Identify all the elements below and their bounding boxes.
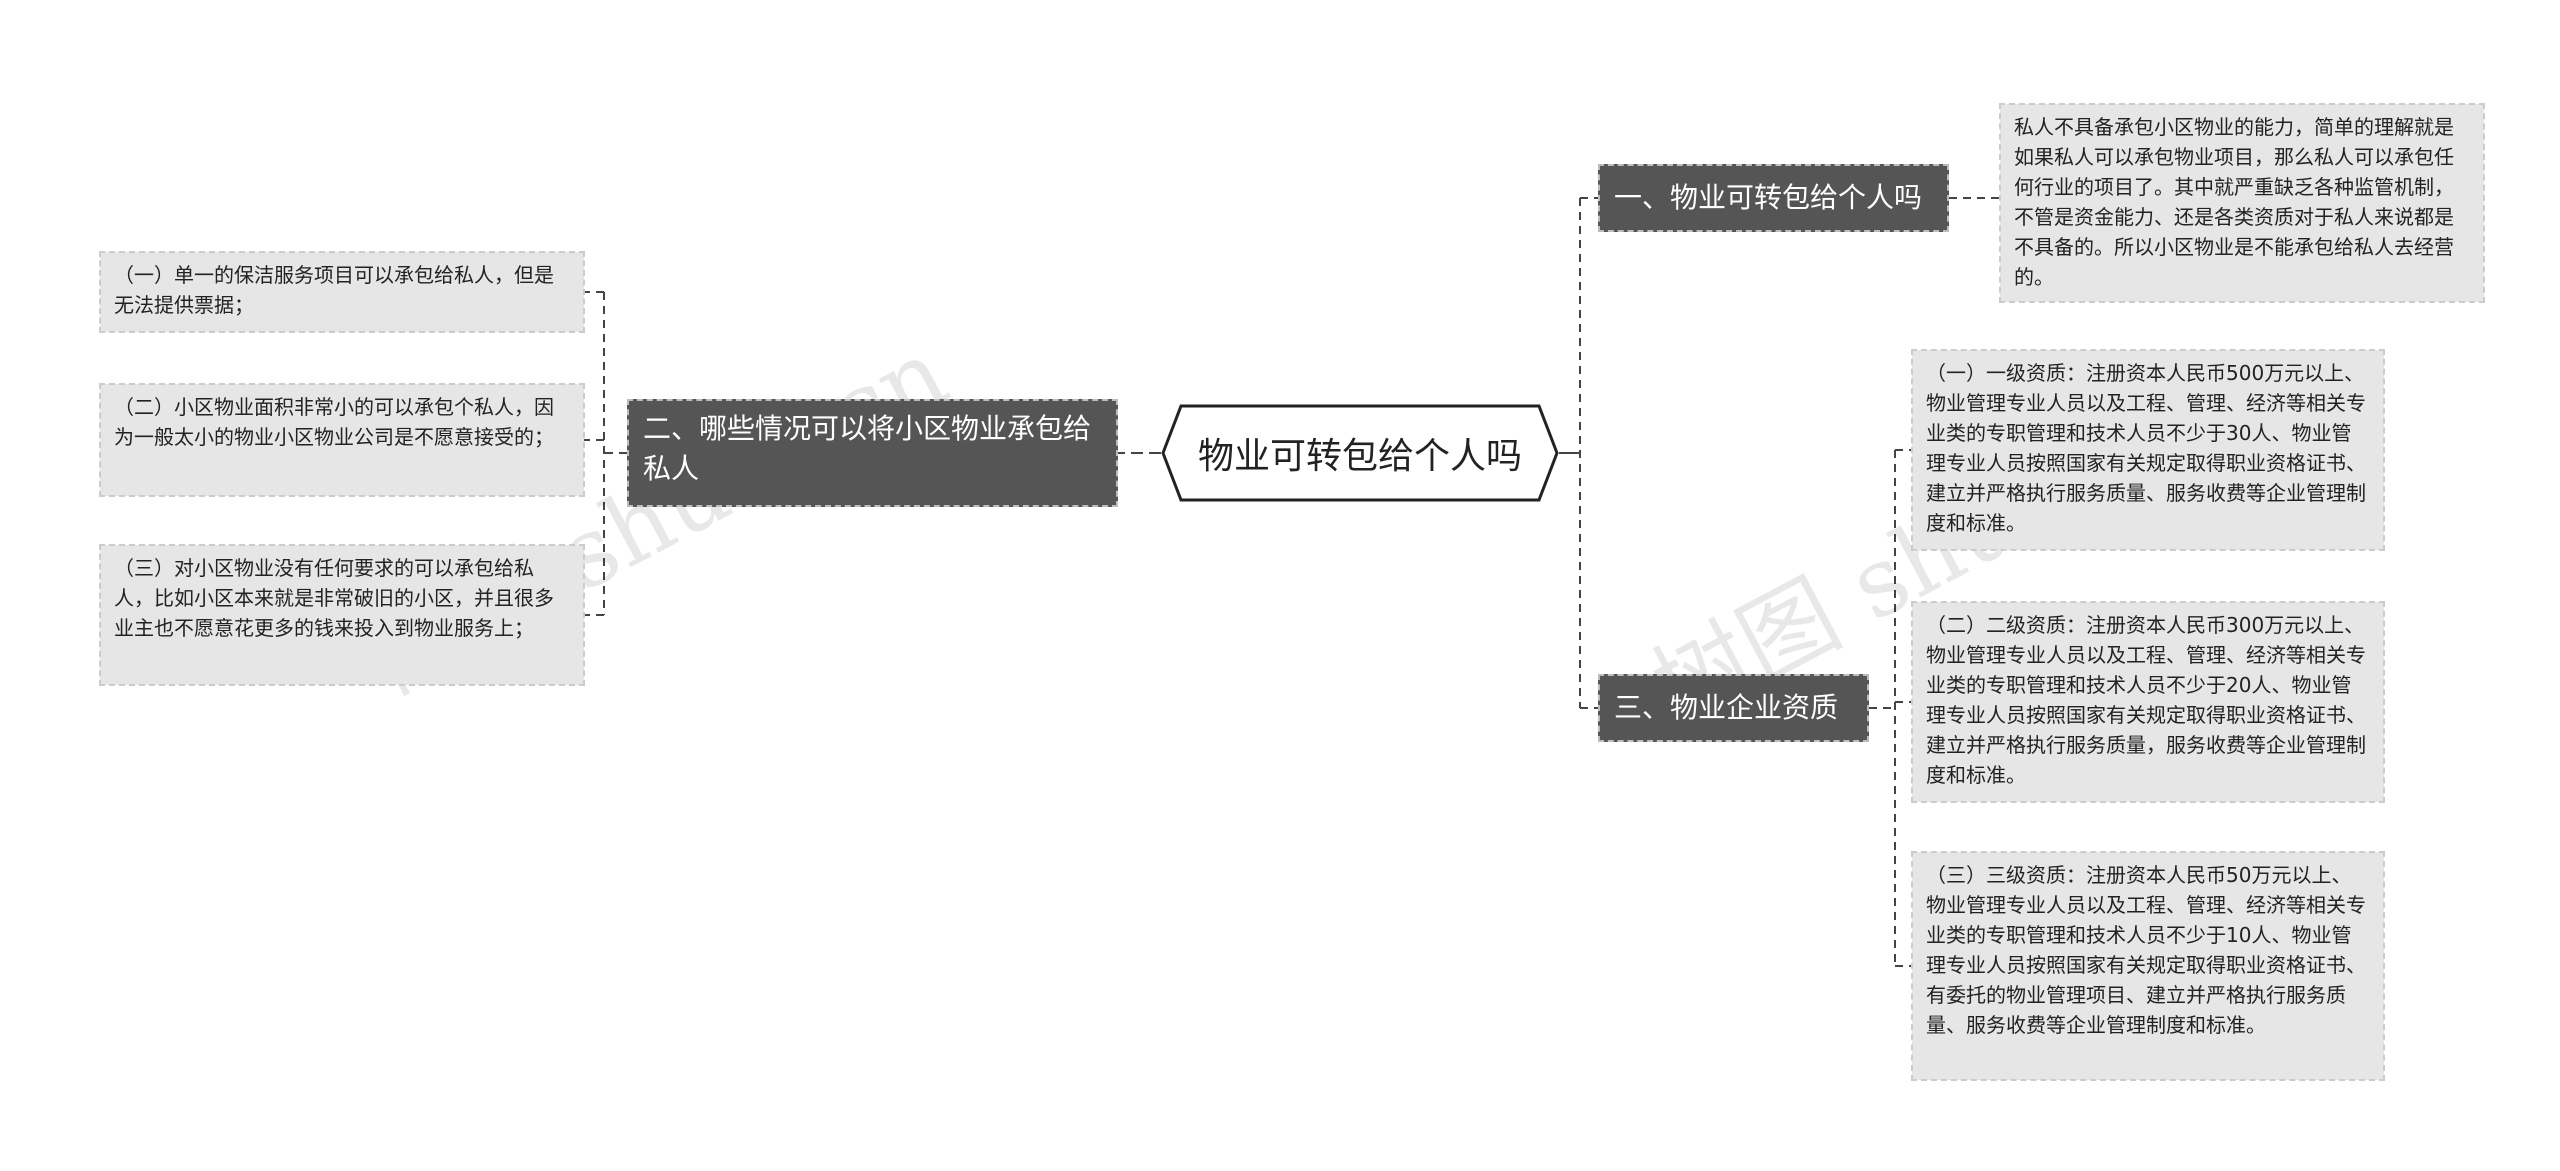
branch-label: 三、物业企业资质 xyxy=(1614,691,1839,724)
leaf-node-b3-3[interactable]: （三）三级资质：注册资本人民币50万元以上、物业管理专业人员以及工程、管理、经济… xyxy=(1911,851,2385,1081)
leaf-node-b3-2[interactable]: （二）二级资质：注册资本人民币300万元以上、物业管理专业人员以及工程、管理、经… xyxy=(1911,601,2385,803)
leaf-node-b2-3[interactable]: （三）对小区物业没有任何要求的可以承包给私人，比如小区本来就是非常破旧的小区，并… xyxy=(99,544,585,686)
center-node[interactable]: 物业可转包给个人吗 xyxy=(1161,404,1559,502)
leaf-node-b2-2[interactable]: （二）小区物业面积非常小的可以承包个私人，因为一般太小的物业小区物业公司是不愿意… xyxy=(99,383,585,497)
branch-node-1[interactable]: 一、物业可转包给个人吗 xyxy=(1598,164,1949,232)
branch-label: 一、物业可转包给个人吗 xyxy=(1614,181,1923,214)
leaf-text: （一）单一的保洁服务项目可以承包给私人，但是无法提供票据； xyxy=(114,263,554,317)
leaf-node-b3-1[interactable]: （一）一级资质：注册资本人民币500万元以上、物业管理专业人员以及工程、管理、经… xyxy=(1911,349,2385,551)
branch-node-3[interactable]: 三、物业企业资质 xyxy=(1598,674,1869,742)
center-node-shape xyxy=(1161,404,1559,502)
leaf-text: （二）小区物业面积非常小的可以承包个私人，因为一般太小的物业小区物业公司是不愿意… xyxy=(114,395,554,449)
center-title: 物业可转包给个人吗 xyxy=(1197,436,1522,477)
leaf-node-b2-1[interactable]: （一）单一的保洁服务项目可以承包给私人，但是无法提供票据； xyxy=(99,251,585,333)
leaf-text: （一）一级资质：注册资本人民币500万元以上、物业管理专业人员以及工程、管理、经… xyxy=(1926,361,2366,535)
branch-label: 二、哪些情况可以将小区物业承包给私人 xyxy=(643,412,1092,485)
leaf-text: （三）三级资质：注册资本人民币50万元以上、物业管理专业人员以及工程、管理、经济… xyxy=(1926,863,2366,1037)
leaf-node-b1-1[interactable]: 私人不具备承包小区物业的能力，简单的理解就是如果私人可以承包物业项目，那么私人可… xyxy=(1999,103,2485,303)
branch-node-2[interactable]: 二、哪些情况可以将小区物业承包给私人 xyxy=(627,399,1118,507)
leaf-text: （二）二级资质：注册资本人民币300万元以上、物业管理专业人员以及工程、管理、经… xyxy=(1926,613,2366,787)
leaf-text: 私人不具备承包小区物业的能力，简单的理解就是如果私人可以承包物业项目，那么私人可… xyxy=(2014,115,2454,289)
leaf-text: （三）对小区物业没有任何要求的可以承包给私人，比如小区本来就是非常破旧的小区，并… xyxy=(114,556,554,640)
